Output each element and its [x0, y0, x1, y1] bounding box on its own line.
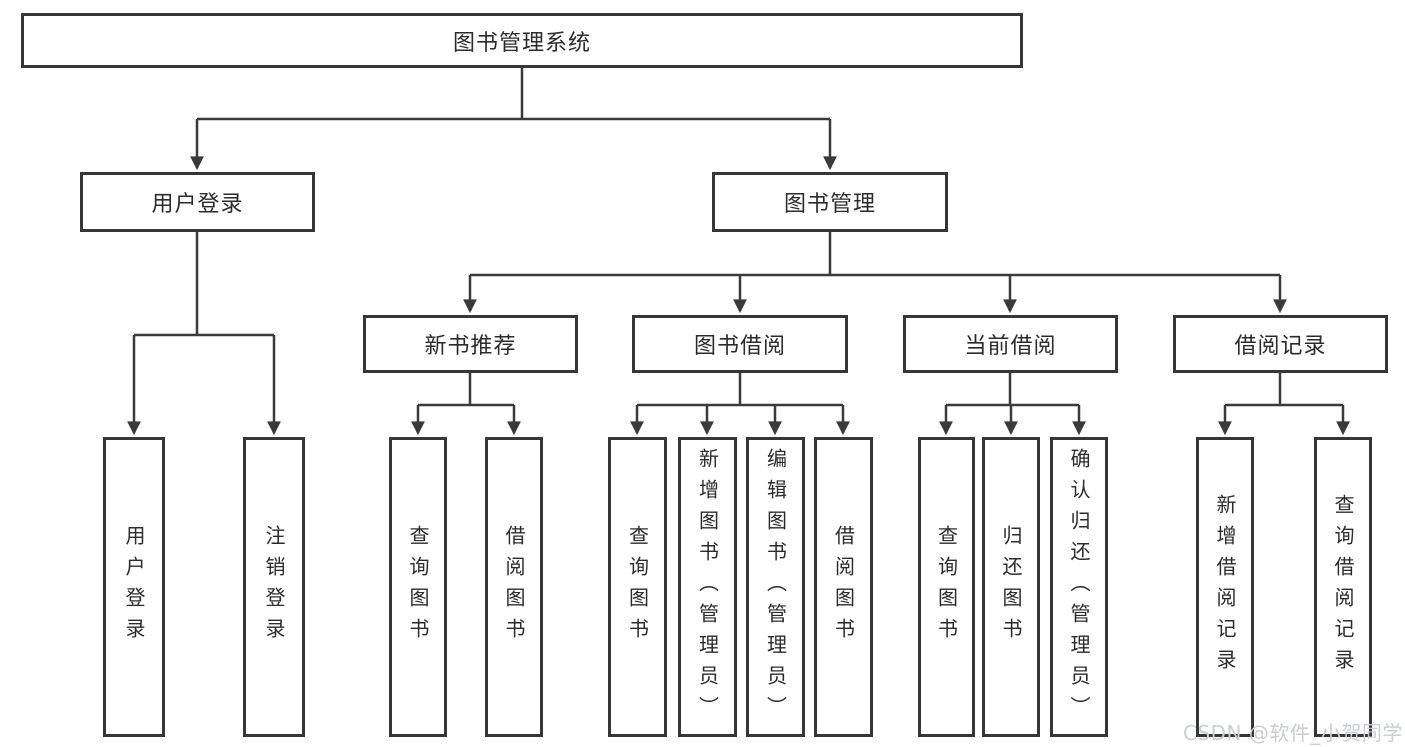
leaf-current-return-books: 归还图书	[982, 437, 1040, 737]
csdn-watermark: CSDN @软件_小贺同学	[1183, 721, 1403, 745]
leaf-recommend-borrow-books: 借阅图书	[485, 437, 543, 737]
node-user-login: 用户登录	[80, 172, 315, 232]
leaf-recommend-query-books: 查询图书	[389, 437, 447, 737]
leaf-borrow-add-books-admin: 新增图书（管理员）	[678, 437, 737, 737]
node-library-management-system: 图书管理系统	[21, 13, 1023, 68]
leaf-current-confirm-return-admin: 确认归还（管理员）	[1050, 437, 1108, 737]
leaf-records-query-borrow-record: 查询借阅记录	[1314, 437, 1372, 737]
node-current-borrowing: 当前借阅	[903, 315, 1118, 373]
leaf-borrow-edit-books-admin: 编辑图书（管理员）	[746, 437, 805, 737]
leaf-borrow-borrow-books: 借阅图书	[814, 437, 873, 737]
leaf-logout: 注销登录	[243, 437, 305, 737]
node-book-borrowing: 图书借阅	[632, 315, 848, 373]
node-borrowing-records: 借阅记录	[1173, 315, 1388, 373]
leaf-records-add-borrow-record: 新增借阅记录	[1196, 437, 1254, 737]
leaf-user-login: 用户登录	[103, 437, 165, 737]
node-book-management: 图书管理	[712, 172, 948, 232]
node-new-book-recommendation: 新书推荐	[363, 315, 578, 373]
leaf-borrow-query-books: 查询图书	[608, 437, 667, 737]
leaf-current-query-books: 查询图书	[918, 437, 975, 737]
